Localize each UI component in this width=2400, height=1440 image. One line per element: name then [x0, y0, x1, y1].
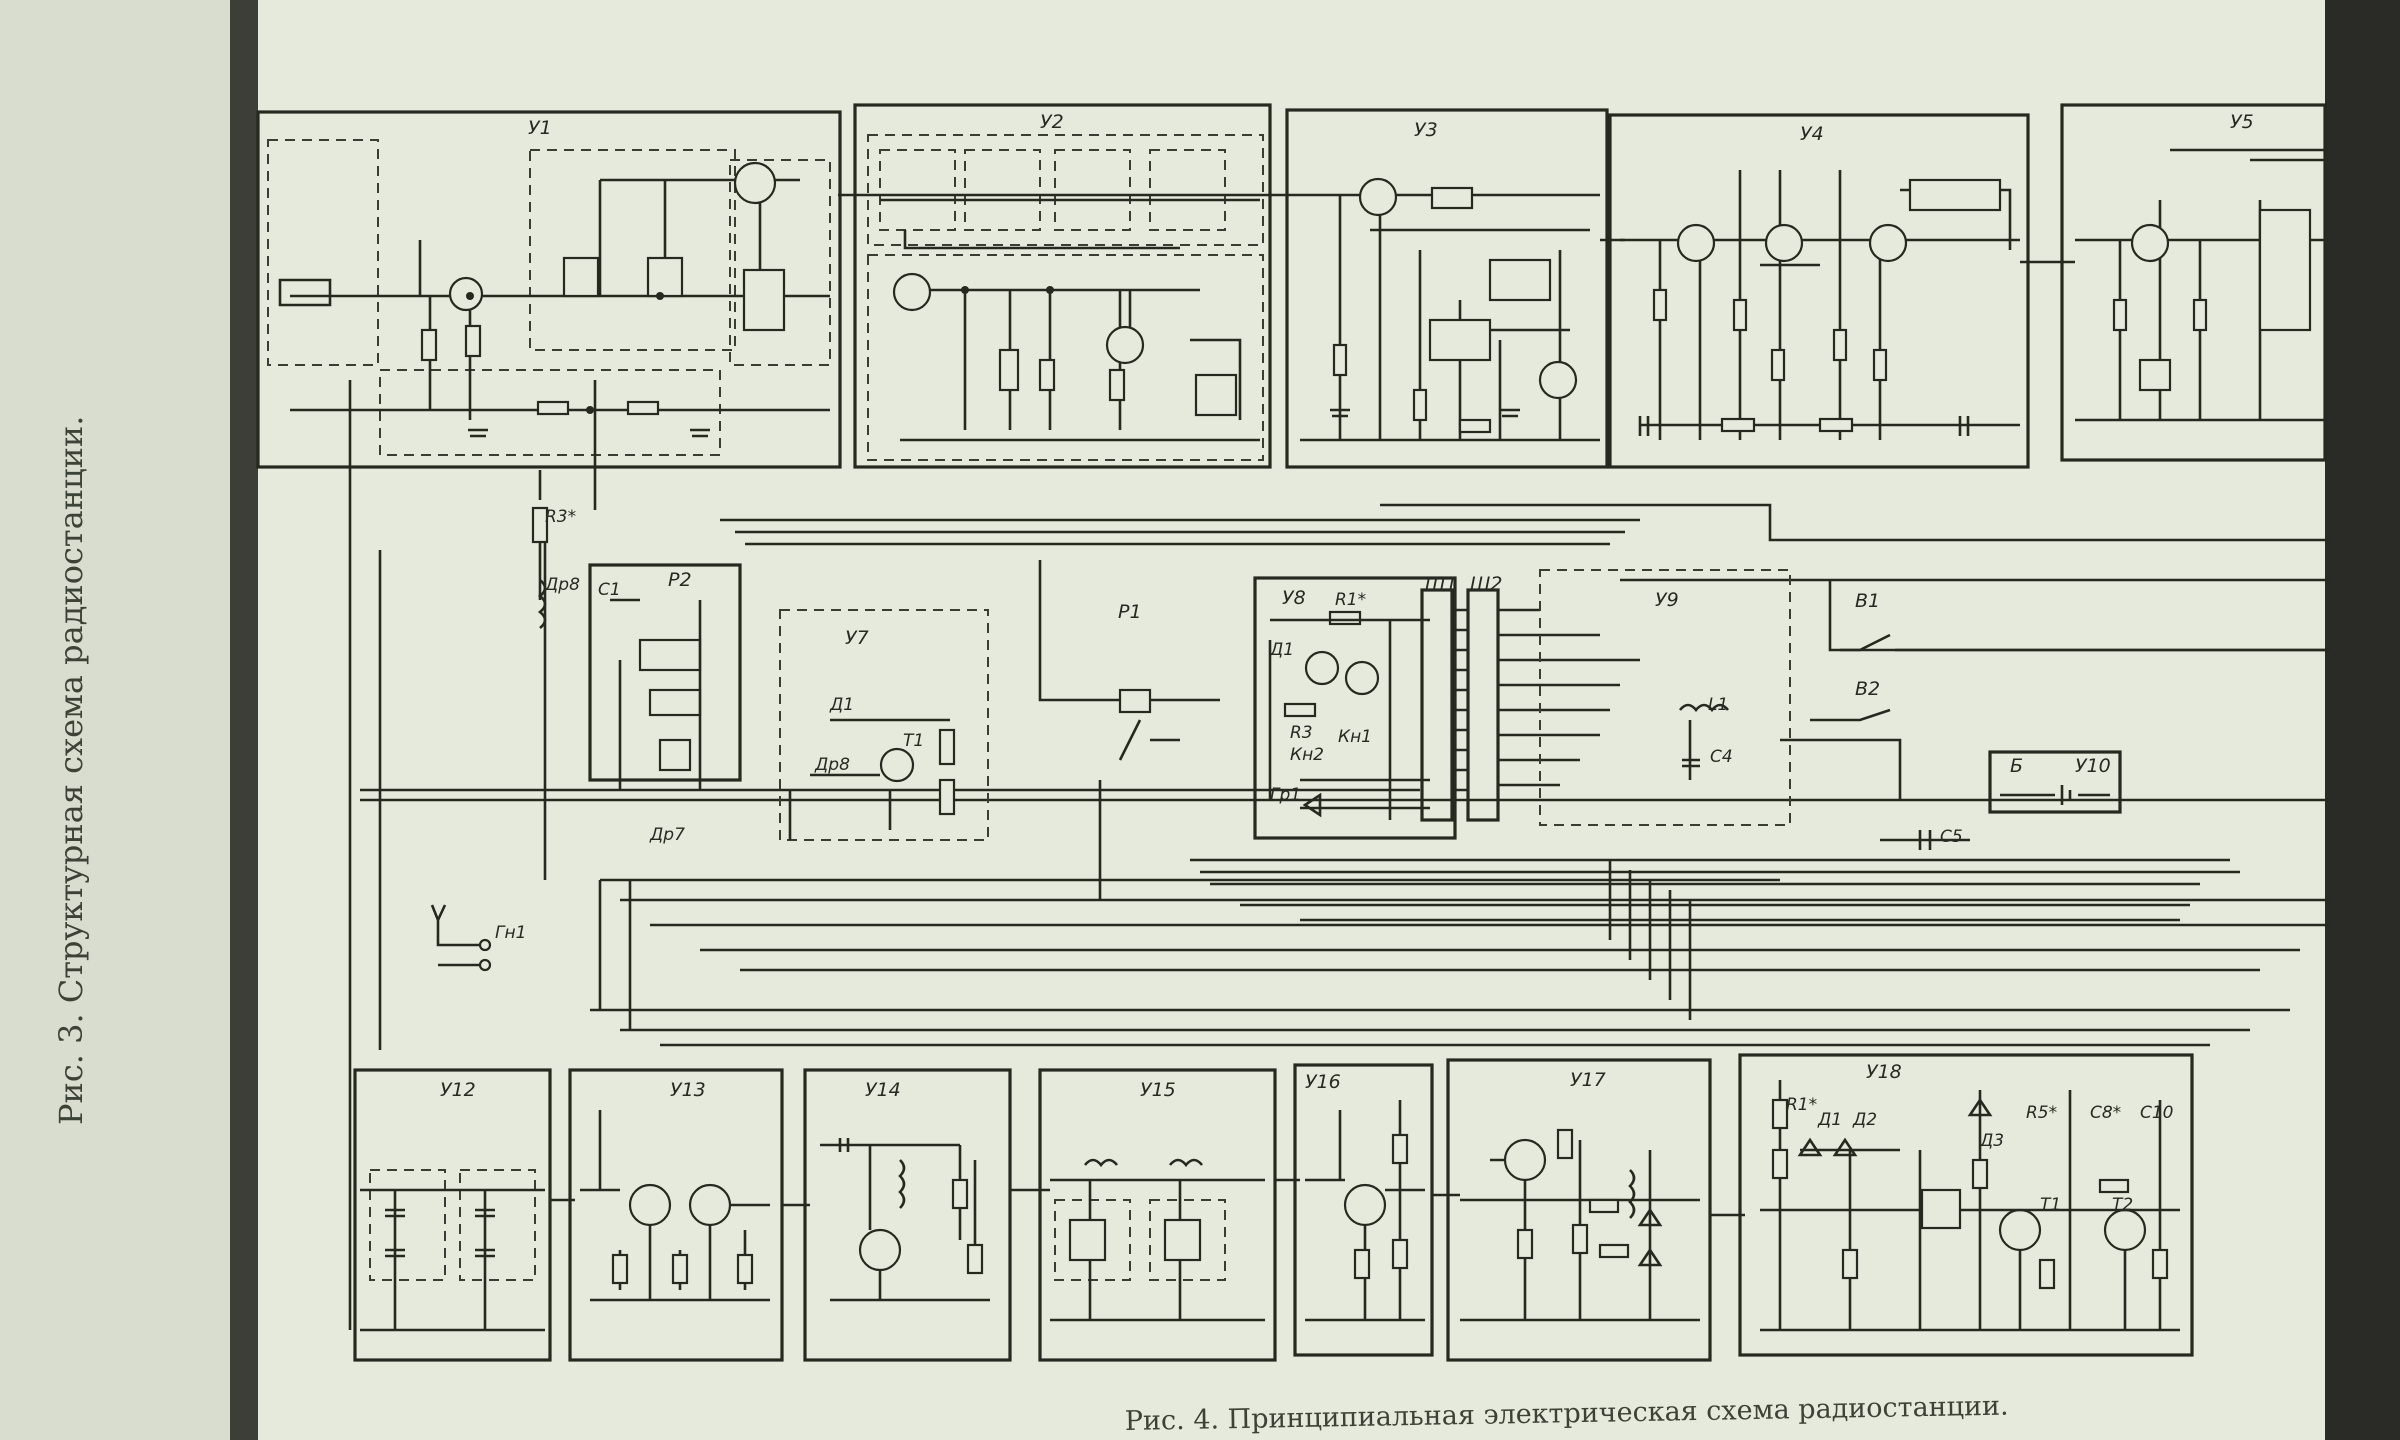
dr8-label: Др8 [544, 575, 580, 595]
u7-d1-label: Д1 [829, 695, 854, 715]
module-u5-label: У5 [2230, 111, 2254, 133]
middle-section: Р2 C1 R3* Др8 Др7 У7 Д1 Др8 T1 Р1 У8 Д1 … [348, 380, 2330, 1330]
module-u9-frame [1539, 569, 1791, 826]
module-u15-frame [1038, 1068, 1277, 1362]
relay-p1-label: Р1 [1118, 601, 1142, 623]
u18-r1-label: R1* [1786, 1095, 1817, 1115]
u9-l1-label: L1 [1708, 695, 1728, 715]
module-u18-label: У18 [1866, 1061, 1902, 1083]
module-u14-label: У14 [865, 1079, 901, 1101]
module-u13-label: У13 [670, 1079, 706, 1101]
p2-c1-label: C1 [598, 580, 621, 600]
u2-upper-subblock [867, 134, 1264, 246]
u1-input-subblock [267, 139, 379, 366]
left-page [0, 0, 238, 1440]
battery-b-label: Б [2010, 755, 2023, 777]
u8-r3-label: R3 [1290, 723, 1313, 743]
module-u15-label: У15 [1140, 1079, 1176, 1101]
switch-b2-label: В2 [1855, 678, 1880, 700]
module-u1-label: У1 [528, 117, 552, 139]
battery-u10-label: У10 [2075, 755, 2111, 777]
module-u8-label: У8 [1282, 587, 1306, 609]
module-u2-label: У2 [1040, 111, 1064, 133]
jack-gn1-label: Гн1 [495, 923, 526, 943]
module-u8-frame [1253, 576, 1457, 840]
u8-kn1-label: Кн1 [1338, 727, 1372, 747]
u18-r5-label: R5* [2026, 1103, 2057, 1123]
module-u5-frame [2060, 103, 2327, 462]
bottom-modules: У12 У13 У14 У15 У16 У17 У18 [353, 1053, 2194, 1362]
relay-p2-frame [588, 563, 742, 782]
module-u4-frame [1608, 113, 2030, 469]
module-u3-frame [1285, 108, 1609, 469]
u7-dr8-label: Др8 [814, 755, 850, 775]
u8-r1-label: R1* [1335, 590, 1366, 610]
switch-b1-label: В1 [1855, 590, 1880, 612]
page-fold-shadow [2325, 0, 2400, 1440]
module-u17-frame [1446, 1058, 1712, 1362]
u1-filter-subblock [529, 149, 736, 351]
u9-c5-label: C5 [1940, 827, 1963, 847]
module-u2-frame [853, 103, 1272, 469]
u18-d1-label: Д1 [1817, 1110, 1842, 1130]
module-u7-frame [779, 609, 989, 841]
u2-lower-subblock [867, 254, 1264, 461]
u8-kn2-label: Кн2 [1290, 745, 1324, 765]
u18-t2-label: T2 [2112, 1195, 2133, 1215]
module-u9-label: У9 [1655, 589, 1679, 611]
u18-d2-label: Д2 [1852, 1110, 1877, 1130]
u9-c4-label: C4 [1710, 747, 1733, 767]
u1-dashed-area [379, 369, 721, 456]
module-u17-label: У17 [1570, 1069, 1606, 1091]
connector-sh2 [1466, 588, 1500, 822]
module-u14-frame [803, 1068, 1012, 1362]
u7-t1-label: T1 [903, 731, 924, 751]
relay-p2-label: Р2 [668, 569, 692, 591]
module-u3-label: У3 [1414, 119, 1438, 141]
u8-d1-label: Д1 [1269, 640, 1294, 660]
module-u4-label: У4 [1800, 123, 1824, 145]
u18-c8-label: C8* [2090, 1103, 2121, 1123]
dr7-label: Др7 [649, 825, 685, 845]
connector-sh1-label: Ш1 [1425, 573, 1457, 595]
u18-t1-label: T1 [2040, 1195, 2061, 1215]
module-u16-label: У16 [1305, 1071, 1341, 1093]
figure-3-caption: Рис. 3. Структурная схема радиостанции. [52, 416, 90, 1125]
module-u1-frame [256, 110, 842, 469]
module-u13-frame [568, 1068, 784, 1362]
u18-c10-label: C10 [2140, 1103, 2174, 1123]
battery-box [1988, 750, 2122, 814]
u18-d3-label: Д3 [1979, 1131, 2004, 1151]
r3-label: R3* [545, 507, 576, 527]
module-u16-frame [1293, 1063, 1434, 1357]
module-u7-label: У7 [845, 627, 869, 649]
connector-sh1 [1420, 588, 1454, 822]
top-modules: У1 У2 У3 У4 У5 [256, 103, 2327, 469]
module-u12-label: У12 [440, 1079, 476, 1101]
module-u18-frame [1738, 1053, 2194, 1357]
module-u12-frame [353, 1068, 552, 1362]
connector-sh2-label: Ш2 [1470, 573, 1502, 595]
u8-gr1-label: Гр1 [1270, 785, 1301, 805]
